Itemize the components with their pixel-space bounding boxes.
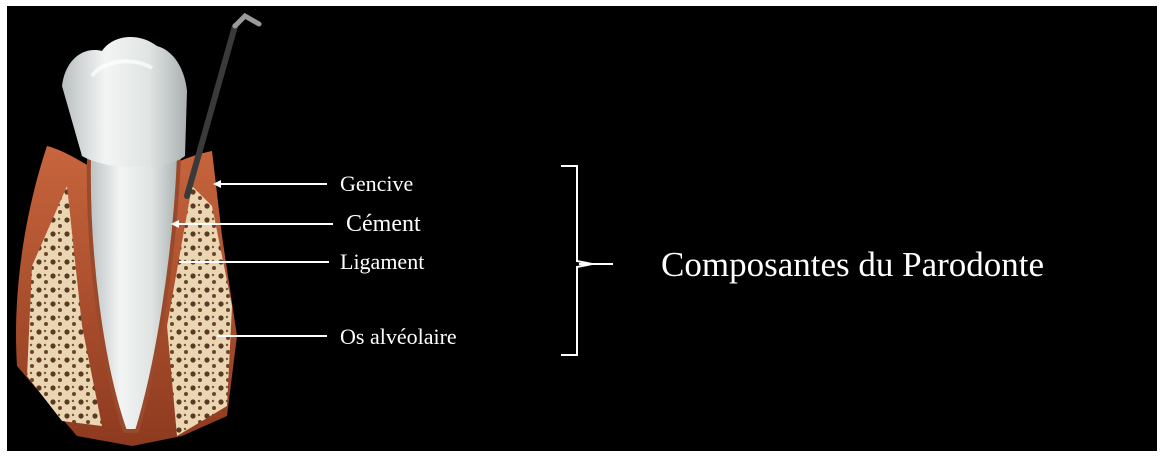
tooth-crown	[62, 36, 187, 168]
label-os-alveolaire: Os alvéolaire	[340, 324, 457, 349]
gencive-arrowhead	[213, 180, 221, 188]
alveolar-bone-right	[167, 186, 232, 436]
label-gencive: Gencive	[340, 171, 413, 196]
tooth-illustration	[16, 12, 262, 446]
label-cement: Cément	[346, 211, 421, 237]
leader-lines	[171, 180, 333, 337]
tooth-crown-highlight	[90, 59, 154, 78]
periodontium-diagram: Gencive Cément Ligament Os alvéolaire Co…	[16, 12, 1044, 446]
group-title: Composantes du Parodonte	[661, 245, 1044, 284]
alveolar-bone	[27, 186, 102, 426]
grouping-brace	[561, 165, 593, 356]
tooth-root	[86, 154, 182, 433]
diagram-canvas: Gencive Cément Ligament Os alvéolaire Co…	[7, 6, 1157, 451]
periodontal-probe	[184, 12, 262, 199]
label-ligament: Ligament	[340, 249, 424, 274]
cement-arrowhead	[171, 220, 179, 228]
